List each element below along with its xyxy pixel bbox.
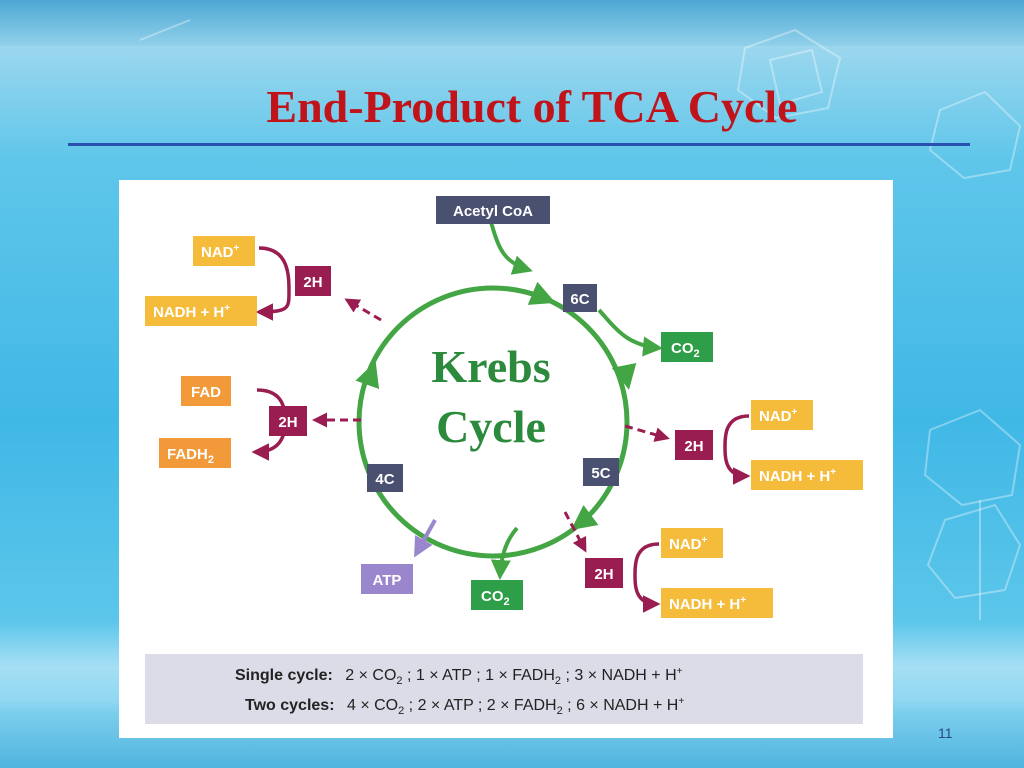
- cycle-ring: [356, 285, 630, 559]
- atp-label: ATP: [373, 572, 402, 589]
- h2-box-top-left: [295, 266, 331, 296]
- dashed-arrow-top-left: [344, 298, 382, 322]
- h2-label: 2H: [594, 566, 613, 583]
- cycle-arrow: [611, 362, 637, 390]
- nadh-box-bottom-right: [661, 588, 773, 618]
- acetyl-entry-arrow: [489, 221, 533, 275]
- nadh-box-right: [751, 460, 863, 490]
- nad-label: NAD+: [201, 243, 240, 261]
- c4-label: 4C: [375, 471, 394, 488]
- nad-label: NAD+: [669, 535, 708, 553]
- fadh2-label: FADH2: [167, 446, 214, 466]
- co2-release-arrow-bottom: [490, 526, 519, 580]
- h2-box-bottom-right: [585, 558, 623, 588]
- nadh-label: NADH + H+: [153, 303, 230, 321]
- krebs-title-line1: Krebs: [431, 341, 550, 392]
- co2-label-bottom: CO2: [481, 588, 510, 608]
- krebs-cycle-figure: Acetyl CoA 6C 5C 4C CO2 CO2 ATP 2H 2H 2H…: [119, 180, 893, 738]
- cycle-arrow: [527, 281, 556, 305]
- c5-label: 5C: [591, 465, 610, 482]
- fad-box: [181, 376, 231, 406]
- summary-two-row: Two cycles: 4 × CO2 ; 2 × ATP ; 2 × FADH…: [245, 696, 684, 717]
- title-underline: [68, 143, 970, 146]
- h2-box-left: [269, 406, 307, 436]
- slide-top-band: [0, 0, 1024, 46]
- nad-label: NAD+: [759, 407, 798, 425]
- cycle-arrow: [571, 505, 599, 530]
- summary-single-row: Single cycle: 2 × CO2 ; 1 × ATP ; 1 × FA…: [235, 666, 683, 687]
- atp-box: [361, 564, 413, 594]
- nadh-box-top-left: [145, 296, 257, 326]
- slide-title: End-Product of TCA Cycle: [266, 81, 798, 132]
- dashed-arrow-right: [624, 424, 670, 442]
- nad-box-top-left: [193, 236, 255, 266]
- h2-label: 2H: [684, 438, 703, 455]
- c6-box: [563, 284, 597, 312]
- h2-box-right: [675, 430, 713, 460]
- krebs-title-line2: Cycle: [436, 401, 546, 452]
- co2-box-top: [661, 332, 713, 362]
- bracket-right: [723, 414, 751, 485]
- atp-arrow: [414, 519, 437, 558]
- bracket-top-left: [255, 246, 291, 321]
- nadh-label: NADH + H+: [759, 467, 836, 485]
- cycle-arrow: [355, 361, 380, 390]
- fadh2-box: [159, 438, 231, 468]
- h2-label: 2H: [278, 414, 297, 431]
- c5-box: [583, 458, 619, 486]
- acetyl-coa-box: [436, 196, 550, 224]
- h2-label: 2H: [303, 274, 322, 291]
- nadh-label: NADH + H+: [669, 595, 746, 613]
- page-number: 11: [938, 725, 953, 741]
- bracket-bottom-right: [633, 542, 661, 613]
- co2-box-bottom: [471, 580, 523, 610]
- co2-release-arrow-top: [597, 308, 663, 357]
- acetyl-coa-label: Acetyl CoA: [453, 203, 533, 220]
- nad-box-right: [751, 400, 813, 430]
- summary-panel: [145, 654, 863, 724]
- dashed-arrow-bottom-right: [563, 511, 587, 553]
- fad-label: FAD: [191, 384, 221, 401]
- c6-label: 6C: [570, 291, 589, 308]
- co2-label-top: CO2: [671, 340, 700, 360]
- c4-box: [367, 464, 403, 492]
- nad-box-bottom-right: [661, 528, 723, 558]
